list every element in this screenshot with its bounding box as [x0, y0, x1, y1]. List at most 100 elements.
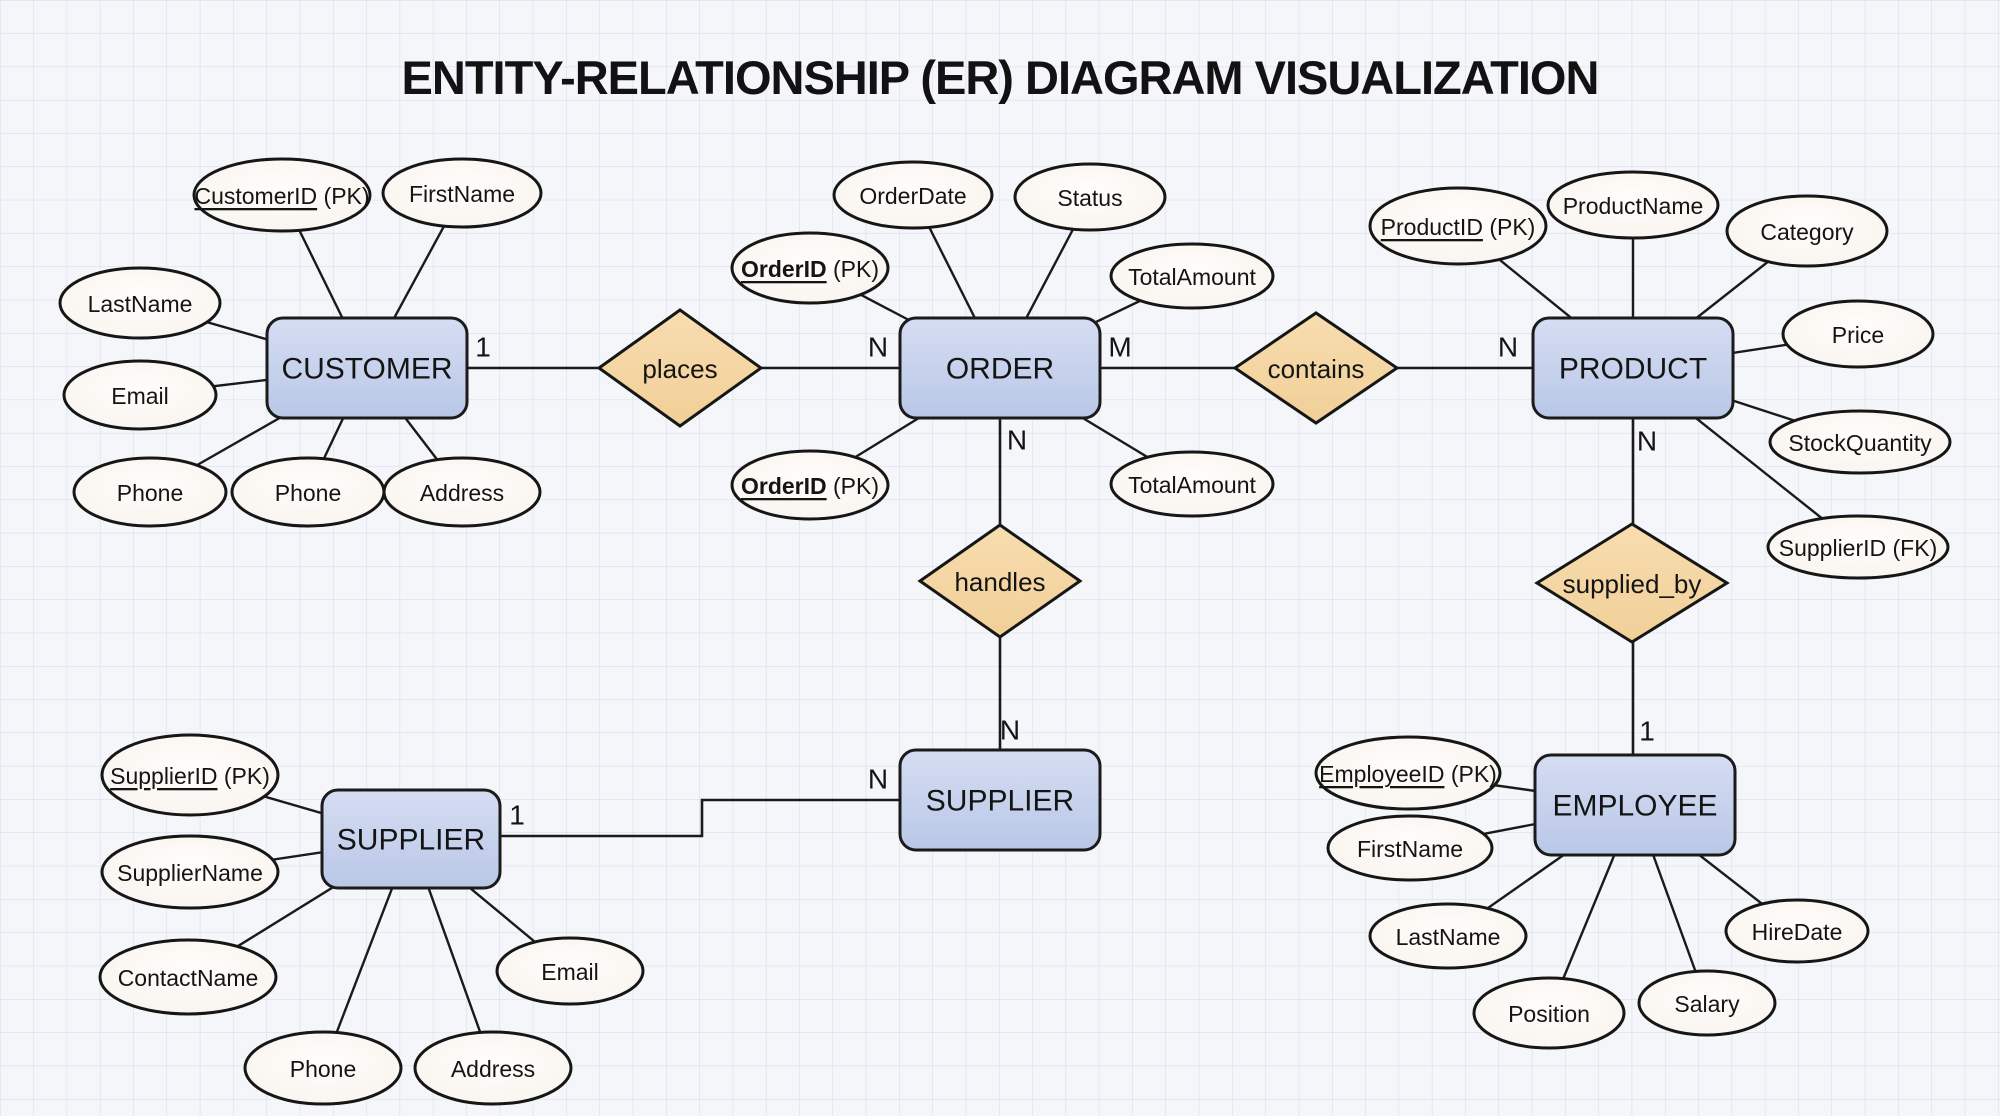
attribute-label-product-price: Price [1832, 322, 1884, 348]
entity-label-customer: CUSTOMER [281, 353, 452, 386]
attribute-label-supplier-contactname: ContactName [118, 965, 259, 991]
attribute-ellipse-order-totalamount-top [1109, 242, 1275, 310]
attribute-supplier-email: Email [495, 936, 645, 1006]
attribute-supplier-contactname: ContactName [98, 938, 278, 1016]
cardinality-product-suppliedby-n: N [1637, 426, 1657, 457]
attribute-supplier-suppliername: SupplierName [100, 834, 280, 910]
attribute-employee-hiredate: HireDate [1724, 898, 1870, 964]
relationship-label-handles: handles [954, 567, 1045, 597]
entity-order: ORDER [898, 316, 1102, 420]
relationship-handles: handles [917, 523, 1083, 639]
attribute-label-order-orderid-pk-btm: OrderID (PK) [741, 473, 879, 499]
attribute-label-employee-hiredate: HireDate [1752, 919, 1843, 945]
attribute-label-employee-position: Position [1508, 1001, 1590, 1027]
attribute-ellipse-supplier-supplierid-pk [100, 733, 280, 817]
attribute-product-stockquantity: StockQuantity [1768, 409, 1952, 475]
cardinality-order-contains-m: M [1108, 332, 1131, 363]
attribute-label-customer-phone-2: Phone [275, 480, 342, 506]
relationship-supplied_by: supplied_by [1534, 522, 1730, 644]
entity-label-order: ORDER [946, 353, 1054, 386]
attribute-product-productname: ProductName [1546, 170, 1720, 240]
attribute-ellipse-employee-hiredate [1724, 898, 1870, 964]
attribute-ellipse-supplier-suppliername [100, 834, 280, 910]
attribute-order-orderdate: OrderDate [832, 160, 994, 230]
entity-supplier-left: SUPPLIER [320, 788, 502, 890]
attribute-ellipse-product-supplierid-fk [1766, 514, 1950, 580]
attributes-layer: CustomerID (PK)FirstNameLastNameEmailPho… [58, 157, 1952, 1106]
attribute-customer-phone-1: Phone [72, 456, 228, 528]
attribute-label-product-productid-pk: ProductID (PK) [1381, 214, 1536, 240]
attribute-ellipse-product-category [1725, 194, 1889, 268]
attribute-label-product-category: Category [1760, 219, 1854, 245]
attribute-ellipse-order-orderid-pk-top [730, 231, 890, 305]
relationship-label-contains: contains [1268, 354, 1365, 384]
attribute-ellipse-order-totalamount-btm [1109, 450, 1275, 518]
cardinality-order-handles-n: N [1007, 425, 1027, 456]
attribute-label-product-stockquantity: StockQuantity [1788, 430, 1932, 456]
attribute-ellipse-customer-phone-1 [72, 456, 228, 528]
attribute-label-supplier-address: Address [451, 1056, 535, 1082]
relationship-label-supplied_by: supplied_by [1563, 569, 1702, 599]
attribute-customer-email: Email [62, 359, 218, 431]
attribute-ellipse-employee-position [1472, 976, 1626, 1050]
entity-label-supplier-left: SUPPLIER [337, 824, 485, 857]
attribute-label-customer-email: Email [111, 383, 169, 409]
cardinality-contains-product-n: N [1498, 332, 1518, 363]
attribute-ellipse-employee-employeeid-pk [1314, 735, 1502, 811]
entity-box-supplier-left [320, 788, 502, 890]
attribute-supplier-phone: Phone [243, 1030, 403, 1106]
attribute-product-category: Category [1725, 194, 1889, 268]
attribute-ellipse-product-productname [1546, 170, 1720, 240]
attribute-order-status: Status [1013, 162, 1167, 232]
attribute-ellipse-order-status [1013, 162, 1167, 232]
entity-box-product [1531, 316, 1735, 420]
entity-box-supplier-mid [898, 748, 1102, 852]
attribute-label-product-supplierid-fk: SupplierID (FK) [1779, 535, 1937, 561]
attribute-employee-firstname: FirstName [1326, 814, 1494, 882]
attribute-customer-firstname: FirstName [381, 157, 543, 229]
attribute-label-employee-firstname: FirstName [1357, 836, 1463, 862]
attribute-ellipse-supplier-address [413, 1030, 573, 1106]
attribute-label-supplier-suppliername: SupplierName [117, 860, 263, 886]
attribute-product-price: Price [1781, 299, 1935, 369]
attribute-order-totalamount-btm: TotalAmount [1109, 450, 1275, 518]
attribute-label-order-orderid-pk-top: OrderID (PK) [741, 256, 879, 282]
attribute-product-supplierid-fk: SupplierID (FK) [1766, 514, 1950, 580]
entity-box-employee [1533, 753, 1737, 857]
attribute-ellipse-product-stockquantity [1768, 409, 1952, 475]
entity-employee: EMPLOYEE [1533, 753, 1737, 857]
attribute-label-order-orderdate: OrderDate [859, 183, 966, 209]
attribute-label-supplier-email: Email [541, 959, 599, 985]
attribute-label-order-totalamount-btm: TotalAmount [1128, 472, 1256, 498]
entity-box-order [898, 316, 1102, 420]
entity-label-supplier-mid: SUPPLIER [926, 785, 1074, 818]
attribute-product-productid-pk: ProductID (PK) [1368, 186, 1548, 266]
attribute-label-order-totalamount-top: TotalAmount [1128, 264, 1256, 290]
attribute-ellipse-customer-customerid-pk [192, 157, 372, 233]
relationship-contains: contains [1232, 311, 1400, 425]
attribute-label-customer-customerid-pk: CustomerID (PK) [194, 183, 369, 209]
relationship-diamond-supplied_by [1534, 522, 1730, 644]
cardinality-customer-places-1: 1 [475, 332, 491, 363]
attribute-customer-address: Address [382, 456, 542, 528]
attribute-label-supplier-supplierid-pk: SupplierID (PK) [110, 763, 270, 789]
attribute-ellipse-supplier-email [495, 936, 645, 1006]
attribute-ellipse-product-productid-pk [1368, 186, 1548, 266]
attribute-label-customer-address: Address [420, 480, 504, 506]
relationship-diamond-handles [917, 523, 1083, 639]
attribute-ellipse-order-orderid-pk-btm [730, 449, 890, 521]
attribute-ellipse-product-price [1781, 299, 1935, 369]
attribute-supplier-supplierid-pk: SupplierID (PK) [100, 733, 280, 817]
attribute-supplier-address: Address [413, 1030, 573, 1106]
cardinality-places-order-n: N [868, 332, 888, 363]
cardinality-supplier-mid-n: N [868, 764, 888, 795]
attribute-label-employee-employeeid-pk: EmployeeID (PK) [1319, 761, 1497, 787]
attribute-order-orderid-pk-btm: OrderID (PK) [730, 449, 890, 521]
attribute-ellipse-employee-firstname [1326, 814, 1494, 882]
cardinality-handles-supplier-n: N [1000, 715, 1020, 746]
